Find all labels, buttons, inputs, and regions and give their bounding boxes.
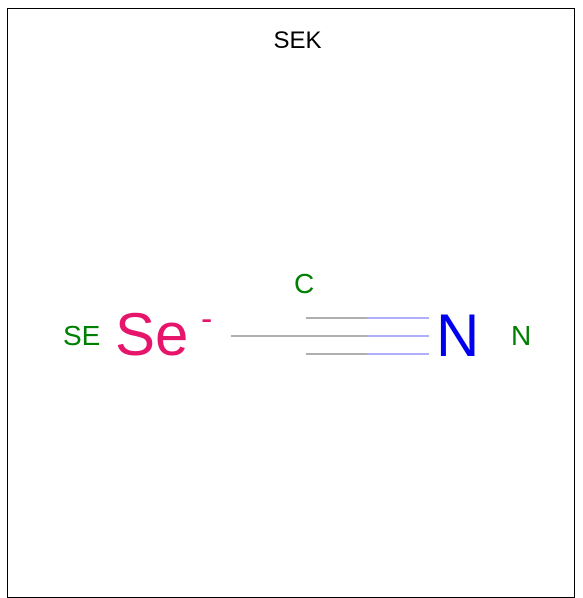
canvas-frame: [7, 8, 575, 598]
atom-se-charge: -: [201, 300, 213, 338]
atom-label-se: SE: [63, 320, 101, 351]
molecule-title: SEK: [273, 27, 322, 54]
atom-n-symbol: N: [436, 302, 480, 369]
atom-se-symbol: Se: [115, 301, 189, 368]
atom-label-c: C: [294, 268, 315, 299]
atom-label-n: N: [511, 320, 532, 351]
